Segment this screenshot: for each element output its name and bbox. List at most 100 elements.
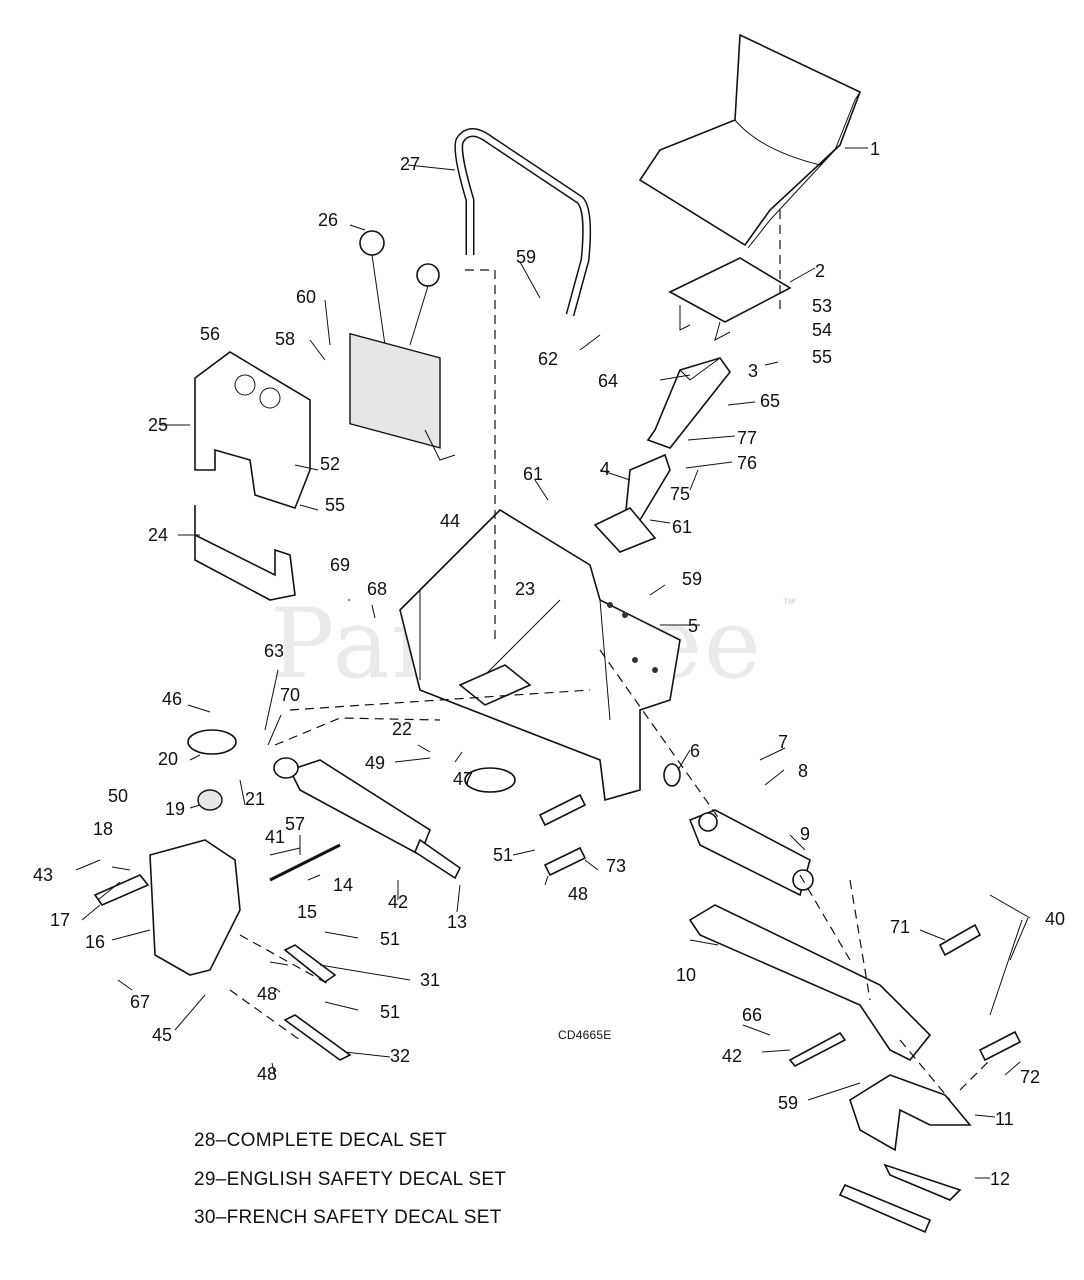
callout-63[interactable]: 63 bbox=[264, 641, 285, 661]
callout-23[interactable]: 23 bbox=[515, 579, 536, 599]
callout-55-a[interactable]: 55 bbox=[812, 347, 833, 367]
shield-part bbox=[194, 505, 296, 601]
pin-71-part bbox=[938, 923, 982, 957]
callout-62[interactable]: 62 bbox=[538, 349, 559, 369]
callout-42-upper[interactable]: 42 bbox=[388, 892, 409, 912]
callout-15[interactable]: 15 bbox=[297, 902, 318, 922]
callout-49[interactable]: 49 bbox=[365, 753, 386, 773]
callout-24[interactable]: 24 bbox=[148, 525, 169, 545]
swing-cylinder-part bbox=[273, 757, 462, 880]
hook-part bbox=[849, 1074, 972, 1152]
pads-part bbox=[838, 1163, 962, 1234]
callout-64[interactable]: 64 bbox=[598, 371, 619, 391]
frame-pins-part bbox=[538, 793, 587, 877]
callout-72[interactable]: 72 bbox=[1020, 1067, 1041, 1087]
seat-support-part bbox=[593, 453, 671, 553]
callout-18[interactable]: 18 bbox=[93, 819, 114, 839]
callout-59-b[interactable]: 59 bbox=[682, 569, 703, 589]
callout-22[interactable]: 22 bbox=[392, 719, 413, 739]
seat-plate-part bbox=[668, 257, 792, 341]
callout-45[interactable]: 45 bbox=[152, 1025, 173, 1045]
control-cover-part bbox=[194, 351, 311, 509]
callout-59-a[interactable]: 59 bbox=[516, 247, 537, 267]
callout-51-b[interactable]: 51 bbox=[380, 1002, 401, 1022]
callout-19[interactable]: 19 bbox=[165, 799, 186, 819]
callout-14[interactable]: 14 bbox=[333, 875, 354, 895]
pivot-base-part bbox=[464, 767, 516, 793]
control-valve-part bbox=[349, 230, 456, 461]
callout-68[interactable]: 68 bbox=[367, 579, 388, 599]
boom-cylinder-part bbox=[688, 809, 814, 897]
boom-part bbox=[688, 904, 932, 1062]
callout-58[interactable]: 58 bbox=[275, 329, 296, 349]
callout-46[interactable]: 46 bbox=[162, 689, 183, 709]
callout-21[interactable]: 21 bbox=[245, 789, 266, 809]
main-frame-part bbox=[399, 508, 681, 802]
callout-1[interactable]: 1 bbox=[870, 139, 881, 159]
callout-51-a[interactable]: 51 bbox=[380, 929, 401, 949]
callout-20[interactable]: 20 bbox=[158, 749, 179, 769]
leader-lines bbox=[75, 147, 1031, 1179]
seat-part bbox=[638, 33, 862, 249]
callout-60[interactable]: 60 bbox=[296, 287, 317, 307]
callout-43[interactable]: 43 bbox=[33, 865, 54, 885]
callout-50[interactable]: 50 bbox=[108, 786, 129, 806]
callout-41[interactable]: 41 bbox=[265, 827, 286, 847]
bushing-part bbox=[663, 763, 681, 787]
callout-59-c[interactable]: 59 bbox=[778, 1093, 799, 1113]
callout-31[interactable]: 31 bbox=[420, 970, 441, 990]
callout-17[interactable]: 17 bbox=[50, 910, 71, 930]
callout-7[interactable]: 7 bbox=[778, 732, 789, 752]
swing-bracket-part bbox=[93, 839, 241, 976]
callout-48-a[interactable]: 48 bbox=[257, 984, 278, 1004]
decal-28: 28–COMPLETE DECAL SET bbox=[194, 1130, 447, 1151]
callout-42-lower[interactable]: 42 bbox=[722, 1046, 743, 1066]
callout-75[interactable]: 75 bbox=[670, 484, 691, 504]
callout-53[interactable]: 53 bbox=[812, 296, 833, 316]
callout-2[interactable]: 2 bbox=[815, 261, 826, 281]
callout-70[interactable]: 70 bbox=[280, 685, 301, 705]
callout-40[interactable]: 40 bbox=[1045, 909, 1066, 929]
callout-3-label[interactable]: 3 bbox=[748, 361, 759, 381]
callout-6[interactable]: 6 bbox=[690, 741, 701, 761]
callout-61-b[interactable]: 61 bbox=[672, 517, 693, 537]
callout-55-b[interactable]: 55 bbox=[325, 495, 346, 515]
callout-26[interactable]: 26 bbox=[318, 210, 339, 230]
pins-part bbox=[283, 944, 352, 1061]
drawing-code: CD4665E bbox=[558, 1028, 612, 1042]
callout-65[interactable]: 65 bbox=[760, 391, 781, 411]
callout-47[interactable]: 47 bbox=[453, 769, 474, 789]
callout-67[interactable]: 67 bbox=[130, 992, 151, 1012]
callout-48-c[interactable]: 48 bbox=[568, 884, 589, 904]
callout-4[interactable]: 4 bbox=[600, 459, 611, 479]
callout-8[interactable]: 8 bbox=[798, 761, 809, 781]
callout-54[interactable]: 54 bbox=[812, 320, 833, 340]
callout-16[interactable]: 16 bbox=[85, 932, 106, 952]
callout-9[interactable]: 9 bbox=[800, 824, 811, 844]
callout-32[interactable]: 32 bbox=[390, 1046, 411, 1066]
callout-10[interactable]: 10 bbox=[676, 965, 697, 985]
bearing-part bbox=[187, 729, 237, 811]
callout-13[interactable]: 13 bbox=[447, 912, 468, 932]
callout-5[interactable]: 5 bbox=[688, 616, 699, 636]
callout-48-b[interactable]: 48 bbox=[257, 1064, 278, 1084]
callout-25[interactable]: 25 bbox=[148, 415, 169, 435]
callout-44[interactable]: 44 bbox=[440, 511, 461, 531]
callout-57[interactable]: 57 bbox=[285, 814, 306, 834]
callout-69[interactable]: 69 bbox=[330, 555, 351, 575]
pin-66-part bbox=[788, 1031, 847, 1068]
callout-56[interactable]: 56 bbox=[200, 324, 221, 344]
callout-52[interactable]: 52 bbox=[320, 454, 341, 474]
callout-73[interactable]: 73 bbox=[606, 856, 627, 876]
callout-11[interactable]: 11 bbox=[995, 1109, 1014, 1129]
callout-51-c[interactable]: 51 bbox=[493, 845, 514, 865]
callout-76[interactable]: 76 bbox=[737, 453, 758, 473]
callout-12[interactable]: 12 bbox=[990, 1169, 1011, 1189]
callout-61-a[interactable]: 61 bbox=[523, 464, 544, 484]
callout-71[interactable]: 71 bbox=[890, 917, 911, 937]
callout-27[interactable]: 27 bbox=[400, 154, 421, 174]
callout-66[interactable]: 66 bbox=[742, 1005, 763, 1025]
callout-77[interactable]: 77 bbox=[737, 428, 758, 448]
